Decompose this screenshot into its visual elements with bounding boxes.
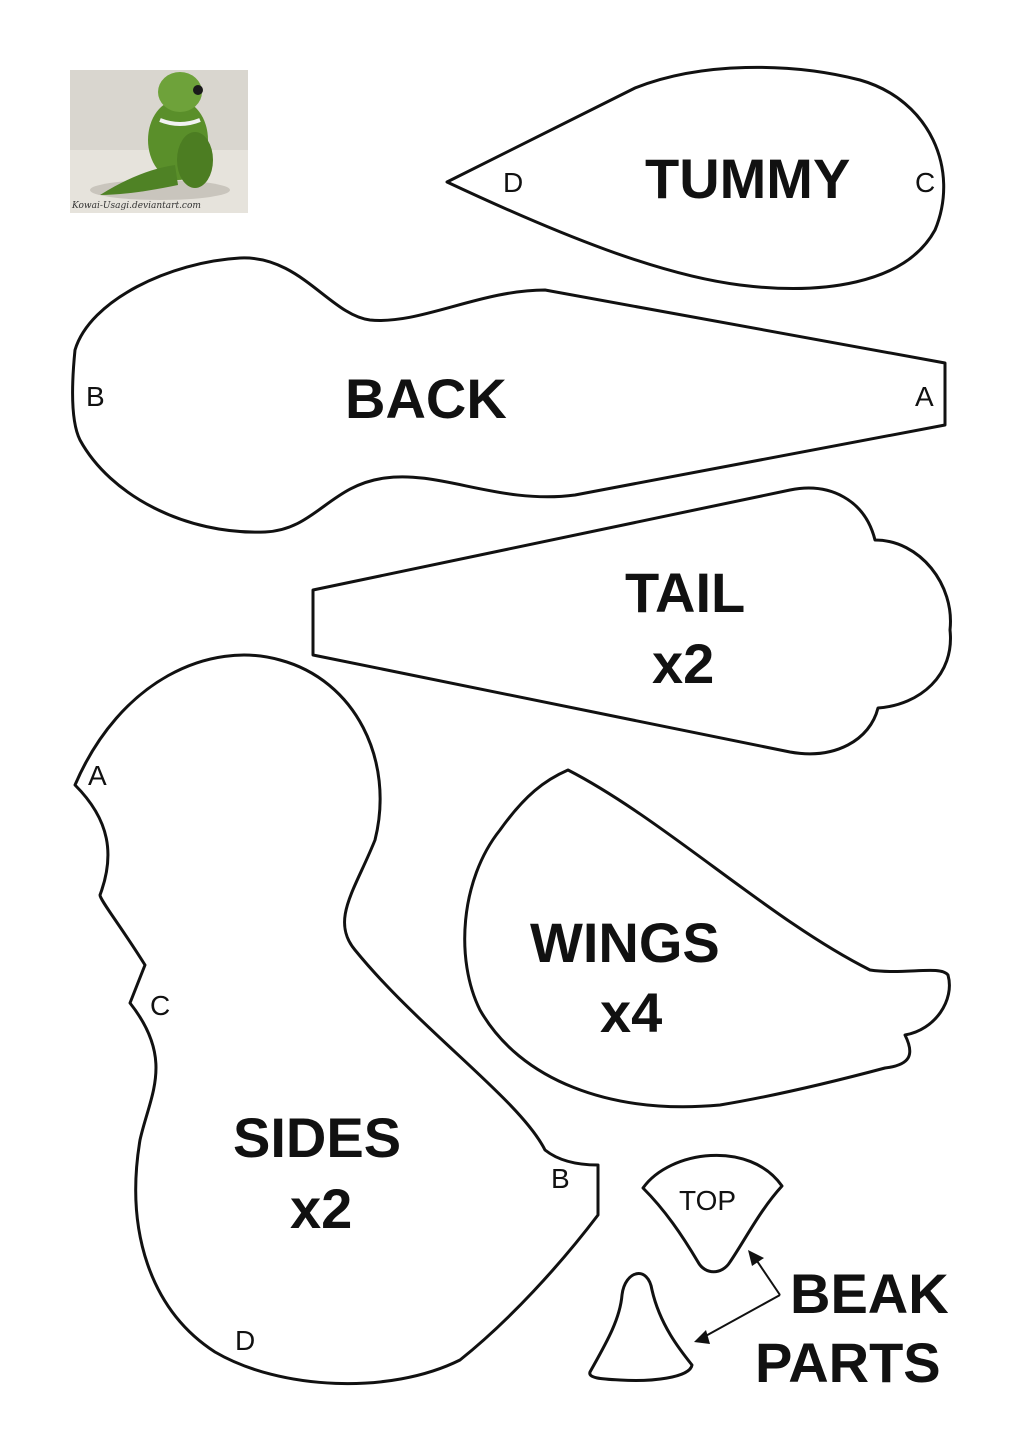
tummy-piece: TUMMY D C [445, 65, 946, 290]
wings-label: WINGS [530, 911, 720, 974]
sides-label: SIDES [233, 1106, 401, 1169]
beak-top-label: TOP [679, 1185, 736, 1216]
beak-parts-line1: BEAK [790, 1262, 949, 1325]
beak-arrows [694, 1250, 781, 1344]
tail-count: x2 [652, 632, 714, 695]
plush-photo: Kowai-Usagi.deviantart.com [70, 70, 248, 213]
tummy-label: TUMMY [645, 147, 850, 210]
tummy-mark-d: D [503, 167, 523, 198]
sides-mark-a: A [88, 760, 107, 791]
tail-piece: TAIL x2 [311, 486, 952, 756]
back-mark-a: A [915, 381, 934, 412]
photo-caption: Kowai-Usagi.deviantart.com [71, 201, 201, 211]
back-label: BACK [345, 367, 507, 430]
tummy-mark-c: C [915, 167, 935, 198]
sides-mark-b: B [551, 1163, 570, 1194]
tail-label: TAIL [625, 561, 745, 624]
beak-parts-line2: PARTS [755, 1331, 941, 1394]
sides-mark-c: C [150, 990, 170, 1021]
back-piece: BACK B A [71, 256, 947, 534]
sides-count: x2 [290, 1177, 352, 1240]
beak-top-piece: TOP [641, 1154, 784, 1274]
beak-bottom-piece [588, 1272, 694, 1382]
wings-count: x4 [600, 981, 662, 1044]
sides-piece: SIDES x2 A C B D [73, 653, 600, 1386]
wings-piece: WINGS x4 [463, 768, 951, 1109]
sides-mark-d: D [235, 1325, 255, 1356]
back-mark-b: B [86, 381, 105, 412]
